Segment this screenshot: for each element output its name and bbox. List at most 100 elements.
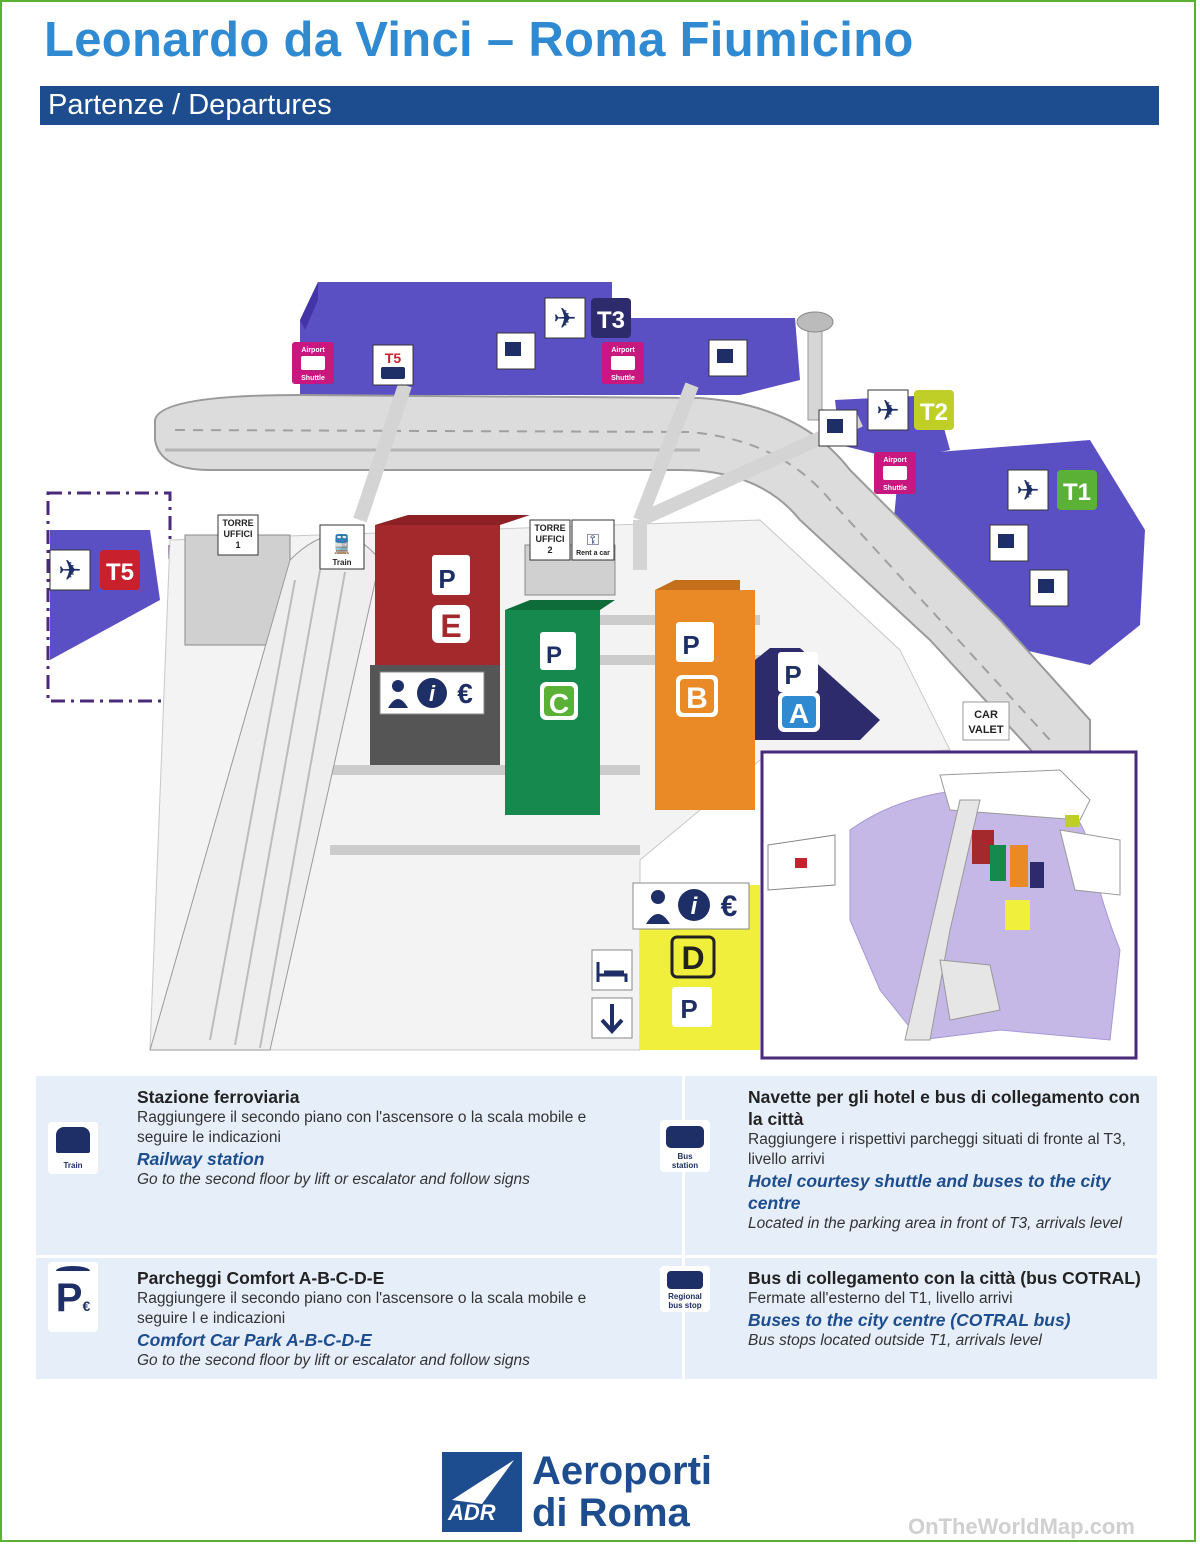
info-e-i: i	[691, 893, 699, 920]
rent-a-car-label: Rent a car	[576, 550, 610, 557]
train-icon-caption: Train	[63, 1161, 83, 1170]
t1-badge: ✈ T1	[1007, 469, 1097, 511]
cotral-title-en: Buses to the city centre (COTRAL bus)	[748, 1310, 1071, 1330]
torre-2-label-c: 2	[547, 545, 552, 555]
parking-title-it: Parcheggi Comfort A-B-C-D-E	[137, 1268, 385, 1288]
car-valet-a: CAR	[974, 709, 998, 721]
car-valet-sign	[962, 701, 1010, 741]
road-viaduct	[154, 393, 1091, 761]
torre-2-label-b: UFFICI	[536, 534, 565, 544]
shuttle-2-a: Airport	[611, 347, 635, 354]
shuttle-1-b: Shuttle	[301, 375, 325, 382]
shuttle-2-b: Shuttle	[611, 375, 635, 382]
info-d-i: i	[429, 681, 436, 706]
parking-text-en: Go to the second floor by lift or escala…	[137, 1352, 530, 1369]
info-train: Stazione ferroviaria Raggiungere il seco…	[137, 1086, 637, 1190]
bus-caption-2: station	[671, 1161, 699, 1170]
train-title-en: Railway station	[137, 1149, 265, 1169]
cotral-text-en: Bus stops located outside T1, arrivals l…	[748, 1332, 1042, 1349]
t5-bus-label: T5	[385, 350, 402, 366]
t5-badge: ✈ T5	[49, 549, 140, 591]
cotral-title-it: Bus di collegamento con la città (bus CO…	[748, 1268, 1141, 1288]
watermark: OnTheWorldMap.com	[908, 1514, 1135, 1539]
airplane-icon: ✈	[1016, 475, 1039, 506]
shuttle-title-en: Hotel courtesy shuttle and buses to the …	[748, 1171, 1111, 1213]
torre-1-label-c: 1	[235, 540, 240, 550]
shuttle-3-b: Shuttle	[883, 485, 907, 492]
regional-caption-1: Regional	[668, 1292, 702, 1301]
airplane-icon: ✈	[876, 395, 899, 426]
info-e-euro: €	[721, 890, 738, 923]
parking-icon-euro: €	[82, 1298, 91, 1314]
logo-short: ADR	[448, 1500, 496, 1525]
info-shuttle: Navette per gli hotel e bus di collegame…	[748, 1086, 1148, 1234]
bus-icon: Bus station	[660, 1120, 710, 1172]
logo-wing-icon	[452, 1460, 514, 1504]
inset-overview-map	[760, 750, 1138, 1060]
train-text-it: Raggiungere il secondo piano con l'ascen…	[137, 1109, 587, 1146]
cotral-text-it: Fermate all'esterno del T1, livello arri…	[748, 1290, 1013, 1307]
regional-bus-icon: Regional bus stop	[660, 1266, 710, 1312]
parking-a: P A	[755, 648, 880, 740]
svg-text:🚆: 🚆	[331, 533, 353, 554]
parking-c-letter: C	[549, 688, 569, 719]
shuttle-text-it: Raggiungere i rispettivi parcheggi situa…	[748, 1131, 1126, 1168]
t5-bus-sign: T5	[372, 344, 414, 386]
shuttle-title-it: Navette per gli hotel e bus di collegame…	[748, 1087, 1140, 1129]
airplane-icon: ✈	[58, 555, 81, 586]
parking-d-p: P	[438, 564, 455, 594]
rent-a-car-sign	[571, 519, 615, 561]
subtitle: Partenze / Departures	[48, 89, 332, 121]
parking-b-letter: B	[686, 682, 708, 715]
parking-b: P B	[655, 580, 755, 810]
parking-a-p: P	[784, 660, 801, 690]
t2-badge: ✈ T2	[867, 389, 954, 431]
brand-line-1: Aeroporti	[532, 1449, 712, 1493]
parking-b-p: P	[682, 630, 699, 660]
t3-badge: ✈ T3	[544, 297, 631, 339]
parking-e-letter: D	[681, 940, 704, 976]
info-cotral: Bus di collegamento con la città (bus CO…	[748, 1267, 1148, 1351]
adr-logo: ADR	[442, 1452, 522, 1532]
parking-e: i € D P	[632, 882, 760, 1050]
subtitle-bar: Partenze / Departures	[40, 86, 1159, 125]
parking-text-it: Raggiungere il secondo piano con l'ascen…	[137, 1290, 587, 1327]
torre-1-label-a: TORRE	[222, 518, 253, 528]
train-sign	[319, 524, 365, 570]
brand-line-2: di Roma	[532, 1491, 690, 1535]
parking-icon: P€	[48, 1262, 98, 1332]
info-divider-vertical	[682, 1076, 685, 1379]
t5-label: T5	[106, 559, 134, 586]
train-text-en: Go to the second floor by lift or escala…	[137, 1171, 530, 1188]
regional-caption-2: bus stop	[668, 1301, 702, 1310]
bus-caption-1: Bus	[677, 1152, 693, 1161]
torre-2-label-a: TORRE	[534, 523, 565, 533]
parking-c: P C	[505, 600, 615, 815]
torre-1-label-b: UFFICI	[224, 529, 253, 539]
parking-icon-p: P	[55, 1276, 83, 1320]
shuttle-1-a: Airport	[301, 347, 325, 354]
shuttle-3-a: Airport	[883, 457, 907, 464]
info-parking: Parcheggi Comfort A-B-C-D-E Raggiungere …	[137, 1267, 637, 1371]
shuttle-text-en: Located in the parking area in front of …	[748, 1215, 1122, 1232]
brand-name: Aeroporti di Roma	[532, 1450, 712, 1534]
parking-a-letter: A	[789, 698, 809, 729]
parking-c-p: P	[546, 642, 562, 669]
train-sign-label: Train	[332, 558, 351, 567]
parking-d-letter: E	[440, 608, 461, 644]
train-title-it: Stazione ferroviaria	[137, 1087, 300, 1107]
svg-text:⚿: ⚿	[587, 532, 599, 549]
control-tower	[807, 329, 823, 421]
car-valet-b: VALET	[968, 724, 1004, 736]
